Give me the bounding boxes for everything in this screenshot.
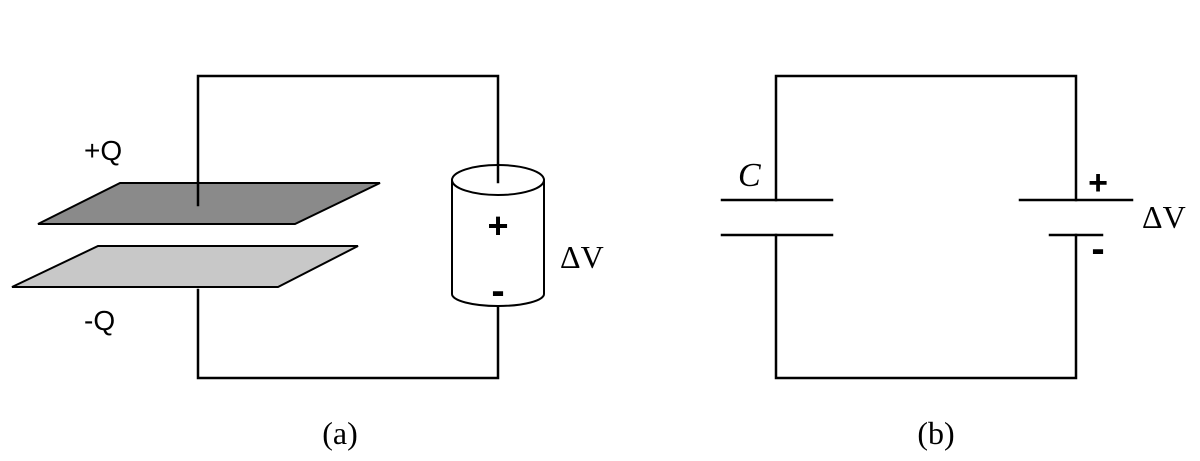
panel-b: C + - ΔV (b) [720, 74, 1186, 451]
top-plate [37, 182, 381, 225]
top-plate-label: +Q [84, 135, 122, 166]
voltage-label-a: ΔV [560, 239, 604, 275]
panel-a: +Q -Q + - ΔV (a) [11, 74, 604, 451]
battery-body [451, 179, 545, 307]
caption-b: (b) [917, 415, 954, 451]
bottom-plate [11, 245, 359, 288]
wire-b-bottom [774, 233, 1078, 380]
battery-b-minus-sign: - [1091, 227, 1104, 271]
voltage-label-b: ΔV [1142, 199, 1186, 235]
wire-b-top [774, 74, 1078, 202]
capacitor-symbol [720, 198, 834, 237]
battery-cylinder: + - [451, 163, 545, 313]
battery-b-plus-sign: + [1088, 164, 1108, 202]
caption-a: (a) [322, 415, 358, 451]
bottom-plate-label: -Q [84, 305, 115, 336]
battery-a-plus-sign: + [487, 205, 508, 246]
battery-symbol [1018, 198, 1134, 237]
wire-a-bottom [196, 288, 500, 380]
capacitor-label: C [738, 157, 761, 194]
wire-a-top [196, 74, 500, 207]
battery-a-minus-sign: - [491, 269, 504, 313]
